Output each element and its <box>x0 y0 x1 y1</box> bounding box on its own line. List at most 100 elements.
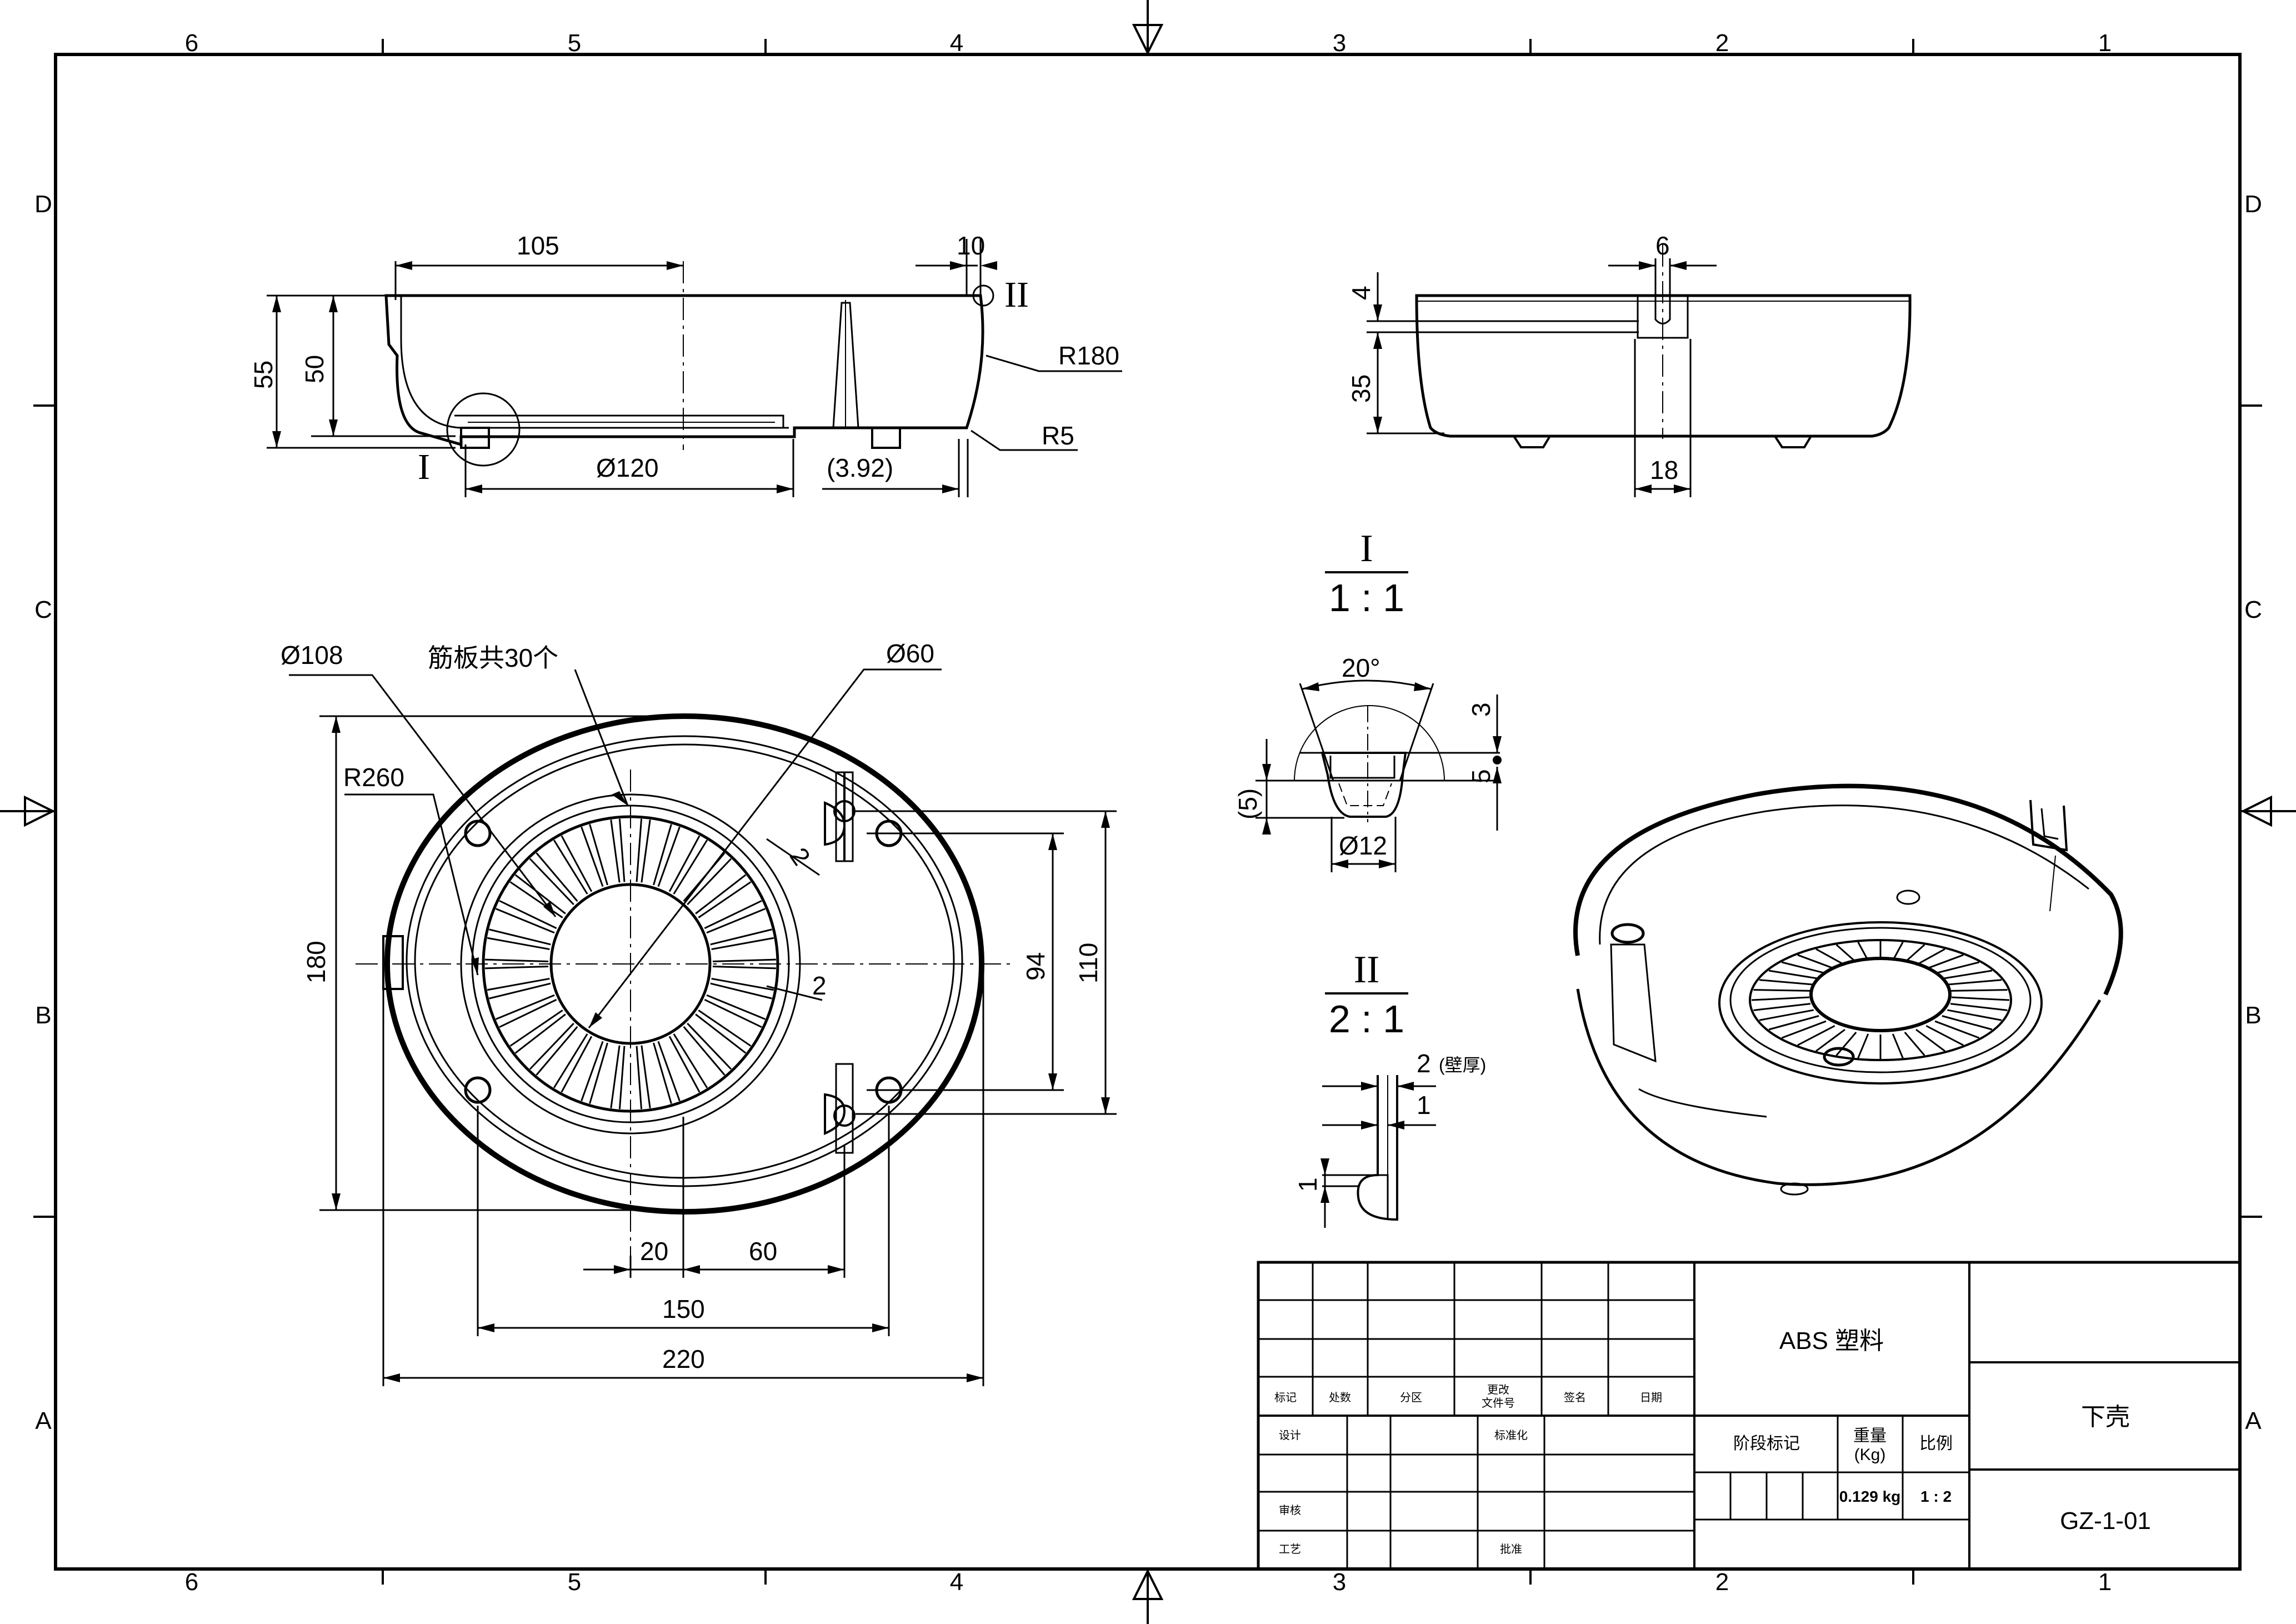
iso-rib-line <box>1925 1025 1964 1046</box>
dim-2-wall: 2 <box>1417 1049 1431 1078</box>
rev-header-change: 更改 <box>1487 1383 1509 1396</box>
dim-r260: R260 <box>343 763 404 792</box>
iso-rib-line <box>1934 1020 1980 1039</box>
rib-note: 筋板共30个 <box>428 643 558 672</box>
detail-i-view: I 1 : 1 <box>1233 527 1502 872</box>
drawing-number: GZ-1-01 <box>2060 1507 2151 1535</box>
detail-ii-scale: 2 : 1 <box>1329 997 1404 1041</box>
iso-rib-line <box>1925 954 1964 970</box>
rib-line <box>610 820 621 883</box>
title-block-text: ABS 塑料 下壳 GZ-1-01 阶段标记 重量 (Kg) 比例 0.129 … <box>1274 1327 2151 1556</box>
iso-rib-line <box>1815 1028 1845 1052</box>
rib-line <box>641 820 651 883</box>
rib-line <box>657 826 681 887</box>
dim-20: 20 <box>640 1237 668 1266</box>
detail-ii-circle <box>972 284 994 307</box>
col-label-bottom: 1 <box>2098 1568 2112 1596</box>
iso-rib-line <box>1759 979 1814 986</box>
part-name: 下壳 <box>2081 1403 2130 1431</box>
dim-5-ref: (5) <box>1233 788 1262 820</box>
dim-1: 1 <box>1417 1091 1431 1120</box>
iso-rib-line <box>1947 979 2002 986</box>
scale-label: 比例 <box>1919 1435 1953 1453</box>
rib-line <box>712 958 776 963</box>
rib-line <box>695 1013 747 1054</box>
iso-rib-line <box>1915 1028 1945 1052</box>
iso-rib-line <box>1797 954 1835 970</box>
col-label-top: 4 <box>950 29 963 57</box>
dim-4: 4 <box>1347 286 1375 300</box>
approval-review: 审核 <box>1279 1504 1301 1517</box>
rib-line <box>610 1045 621 1108</box>
rib-line <box>636 1046 643 1110</box>
dim-35: 35 <box>1347 374 1375 403</box>
weight-unit: (Kg) <box>1854 1446 1886 1464</box>
isometric-view <box>1573 783 2123 1196</box>
dim-10: 10 <box>957 231 985 260</box>
dim-3: 3 <box>1467 702 1495 717</box>
col-label-bottom: 5 <box>568 1568 581 1596</box>
rib-line <box>514 874 566 915</box>
iso-rib-line <box>1942 1015 1993 1031</box>
iso-rib-line <box>1915 948 1945 966</box>
rib-line <box>485 958 549 963</box>
mounting-hole <box>464 1076 492 1104</box>
rib-line <box>487 937 550 951</box>
rib-line <box>509 1010 563 1047</box>
material: ABS 塑料 <box>1779 1327 1884 1355</box>
dim-105: 105 <box>517 231 559 260</box>
rib-line <box>683 1026 726 1076</box>
rib-line <box>495 994 555 1020</box>
rib-line <box>581 1041 604 1102</box>
detail-ii-title: II <box>1354 948 1380 991</box>
rev-header-date: 日期 <box>1640 1392 1662 1404</box>
row-label-right: C <box>2244 596 2262 623</box>
iso-rib-line <box>1768 1015 1819 1031</box>
row-label-left: A <box>35 1407 52 1435</box>
dim-94: 94 <box>1021 952 1050 981</box>
dim-d120: Ø120 <box>596 453 659 482</box>
rib-line <box>618 1046 626 1110</box>
iso-rib-line <box>1797 1025 1835 1046</box>
rib-line <box>711 937 774 951</box>
rib-line <box>509 881 563 918</box>
col-label-top: 6 <box>185 29 198 57</box>
side-view-text: 6 4 35 18 <box>1347 231 1678 484</box>
detail-ii-view: II 2 : 1 2 (壁厚) 1 1 <box>1293 948 1486 1228</box>
rib-line <box>499 998 557 1028</box>
rib-line <box>653 824 672 886</box>
iso-rib-line <box>1950 1003 2008 1011</box>
approval-process: 工艺 <box>1279 1543 1301 1556</box>
dim-d108: Ø108 <box>281 641 343 669</box>
iso-rib-line <box>1753 989 1810 992</box>
iso-rib-line <box>1947 1009 2002 1021</box>
rib-line <box>657 1041 681 1102</box>
rib-line <box>641 1045 651 1108</box>
rib-line <box>712 965 776 970</box>
iso-ribs <box>1751 941 2010 1059</box>
rib-line <box>514 1013 566 1054</box>
dim-50: 50 <box>300 355 329 383</box>
rib-line <box>706 908 766 934</box>
rib-line <box>668 1036 701 1093</box>
rib-line <box>618 818 626 882</box>
side-view-arrows <box>1373 261 1690 493</box>
dim-220: 220 <box>662 1345 705 1373</box>
detail-ii-label: II <box>1004 274 1029 315</box>
row-label-left: D <box>34 191 52 218</box>
title-block <box>1257 1261 2242 1571</box>
iso-rib-line <box>1951 996 2010 1001</box>
rib-line <box>489 928 551 946</box>
rev-header-sign: 签名 <box>1564 1391 1586 1404</box>
weight-label: 重量 <box>1853 1427 1887 1445</box>
rib-line <box>636 818 643 882</box>
boss-bottom <box>824 1063 856 1154</box>
mounting-hole <box>464 820 492 847</box>
dim-r5: R5 <box>1042 421 1074 450</box>
side-slot <box>382 935 404 990</box>
rib-line <box>561 1036 593 1093</box>
weight-value: 0.129 kg <box>1839 1488 1901 1505</box>
rib-line <box>589 824 608 886</box>
detail-i-circle <box>446 392 521 467</box>
